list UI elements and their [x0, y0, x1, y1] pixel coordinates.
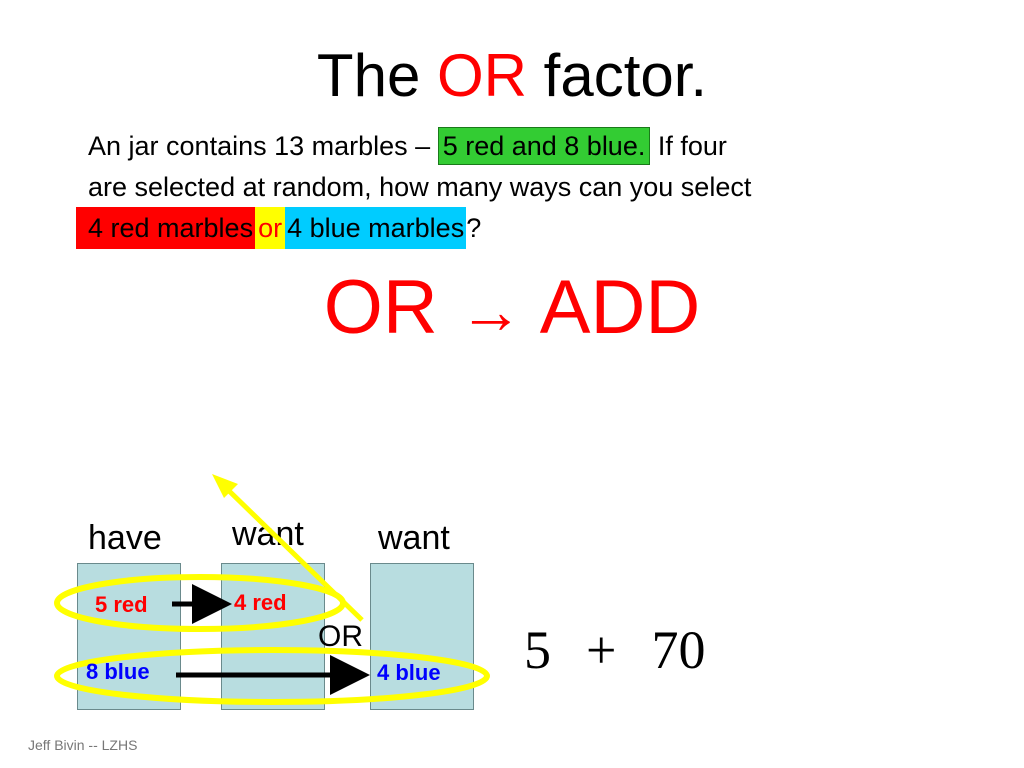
- problem-statement: An jar contains 13 marbles – 5 red and 8…: [76, 126, 968, 249]
- option-blue-highlight: 4 blue marbles: [285, 207, 467, 249]
- have-red-label: 5 red: [95, 592, 148, 617]
- sum-operator: +: [586, 620, 617, 680]
- want-red-label: 4 red: [234, 590, 287, 615]
- rule-right: ADD: [539, 265, 701, 350]
- column-label-have: have: [88, 519, 162, 557]
- column-label-want-1: want: [232, 515, 304, 553]
- marble-count-highlight: 5 red and 8 blue.: [437, 127, 651, 165]
- have-box: [77, 563, 181, 710]
- slide-title: The OR factor.: [0, 40, 1024, 112]
- want-blue-label: 4 blue: [377, 660, 441, 685]
- have-blue-label: 8 blue: [86, 659, 150, 684]
- column-label-want-2: want: [378, 519, 450, 557]
- sum-term-a: 5: [524, 620, 551, 680]
- middle-or-label: OR: [318, 620, 363, 653]
- title-suffix: factor.: [526, 42, 708, 109]
- problem-line-1-end: If four: [650, 131, 727, 161]
- right-arrow-icon: →: [458, 275, 523, 347]
- problem-end: ?: [466, 213, 482, 243]
- connector-or-highlight: or: [255, 207, 286, 249]
- problem-line-1-start: An jar contains 13 marbles –: [88, 131, 438, 161]
- sum-expression: 5 + 70: [524, 620, 705, 680]
- sum-term-b: 70: [651, 620, 706, 680]
- rule-left: OR: [323, 265, 438, 350]
- want-box-2: [370, 563, 474, 710]
- yellow-arrowhead-icon: [212, 474, 238, 498]
- want-box-1: [221, 563, 325, 710]
- title-prefix: The: [316, 42, 437, 109]
- option-red-highlight: 4 red marbles: [76, 207, 256, 249]
- problem-line-2: are selected at random, how many ways ca…: [88, 172, 752, 202]
- footer-credit: Jeff Bivin -- LZHS: [28, 737, 138, 753]
- problem-line-1: An jar contains 13 marbles – 5 red and 8…: [88, 126, 968, 167]
- title-emphasis: OR: [436, 42, 527, 109]
- rule-or-add: OR → ADD: [0, 262, 1024, 357]
